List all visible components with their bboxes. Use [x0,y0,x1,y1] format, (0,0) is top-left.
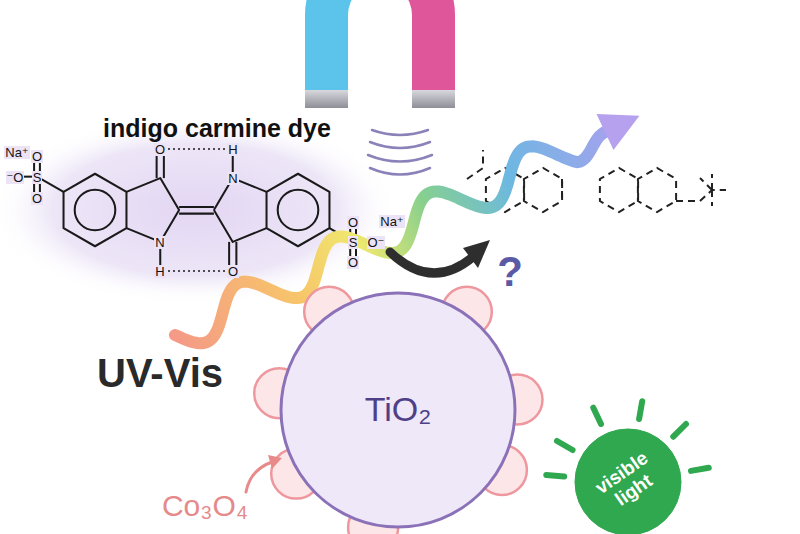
atom-label: O [31,150,43,163]
pointer-arrow-head [268,455,282,469]
question-mark: ? [497,251,523,293]
ion-label: Na⁺ [379,215,404,228]
magnet-tip [305,90,348,108]
magnet-pole [305,0,380,90]
atom-label: N [227,172,238,185]
magnet-tip [412,90,455,108]
tio2-particle: TiO₂ [278,290,518,530]
light-source-label: UV-Vis [97,353,223,393]
atom-label: O [347,216,359,229]
dye-glow [0,115,400,305]
atom-label: ⁻O [6,171,25,184]
atom-label: S [32,171,43,184]
atom-label: O⁻ [367,236,386,249]
atom-label: O [31,192,43,205]
node-label: TiO₂ [365,391,432,428]
pointer-arrow [246,462,272,492]
dye-name: indigo carmine dye [103,116,331,141]
atom-label: H [154,265,165,278]
atom-label: O [154,143,166,156]
reaction-arrow [390,252,474,273]
light-wave-head [597,114,640,150]
magnet-pole [380,0,455,90]
cocatalyst-label: Co₃O₄ [162,491,248,521]
hydrogen-bond [168,149,225,271]
ion-label: Na⁺ [4,146,29,159]
atom-label: O [347,256,359,269]
light-bulb: visible light [574,428,682,534]
field-lines [368,130,432,175]
reaction-arrow-head [463,240,490,268]
co3o4-particles [254,287,542,534]
atom-label: S [348,236,359,249]
atom-label: O [227,265,239,278]
atom-label: H [227,143,238,156]
atom-label: N [154,236,165,249]
